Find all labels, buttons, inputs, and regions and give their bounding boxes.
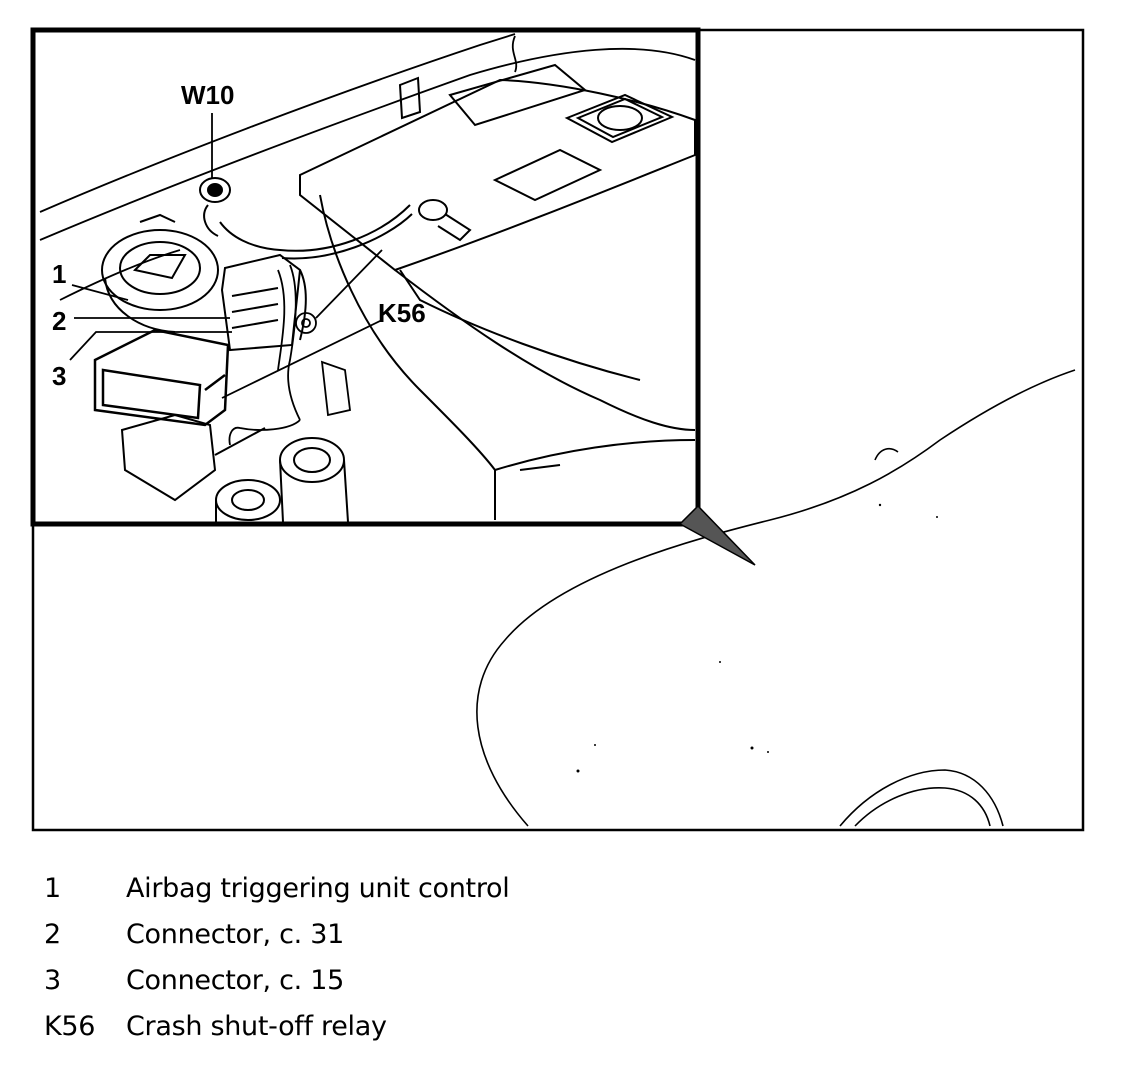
inset-pointer — [678, 504, 756, 566]
legend: 1 Airbag triggering unit control 2 Conne… — [44, 866, 510, 1050]
callout-2: 2 — [52, 306, 66, 336]
legend-text: Connector, c. 31 — [126, 919, 344, 950]
fluid-reservoir — [101, 213, 219, 333]
legend-key: 3 — [44, 965, 61, 996]
wiring-harness — [228, 264, 351, 446]
vehicle-outline — [476, 369, 1076, 827]
crash-shut-off-relay — [93, 328, 230, 427]
legend-key: K56 — [44, 1011, 96, 1042]
callout-w10: W10 — [181, 80, 234, 110]
leader-lines — [69, 113, 383, 399]
battery — [299, 63, 696, 520]
legend-text: Connector, c. 15 — [126, 965, 344, 996]
battery-terminal — [219, 199, 472, 260]
legend-row: 2 Connector, c. 31 — [44, 912, 509, 958]
lower-components — [120, 413, 349, 523]
legend-row: 1 Airbag triggering unit control — [44, 866, 510, 912]
callout-1: 1 — [52, 259, 66, 289]
legend-text: Crash shut-off relay — [126, 1011, 387, 1042]
legend-key: 1 — [44, 873, 61, 904]
ground-point-w10 — [199, 177, 231, 237]
inset-panel — [30, 27, 701, 527]
legend-text: Airbag triggering unit control — [126, 873, 510, 904]
legend-row: K56 Crash shut-off relay — [44, 1004, 509, 1050]
legend-row: 3 Connector, c. 15 — [44, 958, 509, 1004]
callout-3: 3 — [52, 361, 66, 391]
legend-key: 2 — [44, 919, 61, 950]
vehicle-specks — [576, 503, 938, 773]
engine-compartment-diagram: W10 K56 1 2 3 — [30, 27, 1085, 832]
callout-k56: K56 — [378, 298, 426, 328]
